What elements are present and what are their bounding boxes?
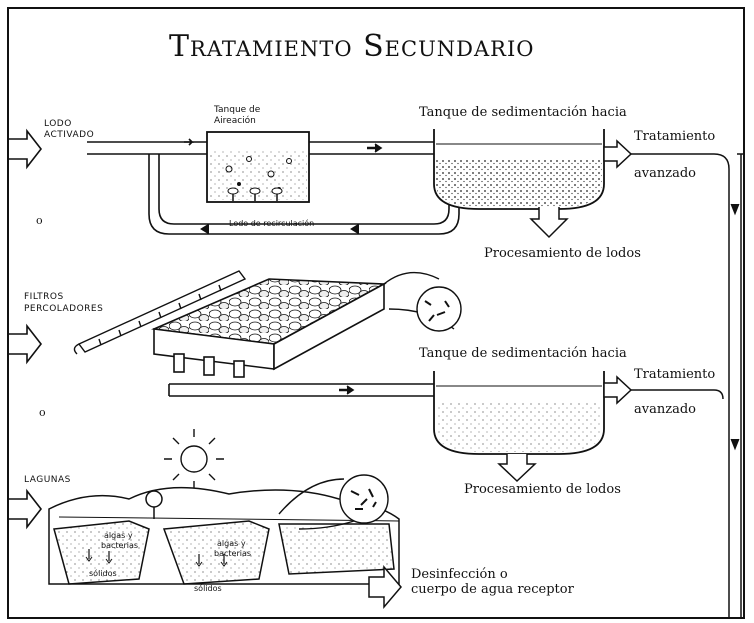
algae-label-2-line2: bacterias [214, 549, 252, 558]
filtros-label-line2: PERCOLADORES [24, 304, 104, 314]
inlet-arrow-lagunas [9, 488, 43, 530]
disinfection-label-line1: Desinfección o [411, 567, 508, 582]
recirculation-label: Lodo de recirculación [229, 219, 315, 228]
output-1-line1: Tratamiento [634, 129, 716, 144]
outlet-arrow-1 [603, 139, 743, 617]
sludge-processing-2: Procesamiento de lodos [464, 482, 621, 497]
pipe-lodo [87, 138, 434, 155]
recirculation-loop [148, 154, 460, 235]
outlet-arrow-2 [603, 375, 740, 451]
sun-icon [164, 429, 224, 489]
magnifier-lagoon-algae [278, 474, 389, 530]
solids-label-2: sólidos [194, 584, 222, 593]
aeration-tank [206, 131, 310, 203]
output-1-line2: avanzado [634, 166, 696, 181]
output-2-line1: Tratamiento [634, 367, 716, 382]
disinfection-label-line2: cuerpo de agua receptor [411, 582, 574, 597]
solids-label-1: sólidos [89, 569, 117, 578]
pipe-filtros [168, 383, 434, 397]
lodo-label-line1: LODO [44, 119, 72, 129]
diagram-frame: o [7, 7, 745, 619]
output-2-line2: avanzado [634, 402, 696, 417]
algae-label-1-line2: bacterias [101, 541, 139, 550]
lagoon-landscape [48, 486, 400, 585]
inlet-arrow-lodo [9, 128, 43, 170]
sedimentation-tank-1 [433, 129, 605, 239]
bullet-lodo: o [36, 214, 43, 227]
algae-label-1-line1: algas y [104, 531, 133, 540]
sedimentation-tank-1-label: Tanque de sedimentación hacia [419, 105, 627, 120]
disinfection-arrow [368, 564, 402, 610]
magnifier-filter-biofilm [383, 271, 462, 332]
sedimentation-tank-2-label: Tanque de sedimentación hacia [419, 346, 627, 361]
lagunas-label: LAGUNAS [24, 475, 71, 485]
lodo-label-line2: ACTIVADO [44, 130, 95, 140]
sedimentation-tank-2 [433, 371, 605, 483]
filtros-label-line1: FILTROS [24, 292, 64, 302]
sludge-processing-1: Procesamiento de lodos [484, 246, 641, 261]
diagram-drawing: o [9, 128, 743, 617]
aeration-tank-label-line2: Aireación [214, 116, 256, 126]
bullet-filtros: o [39, 406, 46, 419]
distributor-arm [73, 270, 247, 355]
aeration-tank-label-line1: Tanque de [214, 105, 261, 115]
diagram-title: Tratamiento Secundario [169, 29, 535, 64]
inlet-arrow-filtros [9, 323, 43, 365]
algae-label-2-line1: algas y [217, 539, 246, 548]
filter-bed [151, 278, 387, 378]
